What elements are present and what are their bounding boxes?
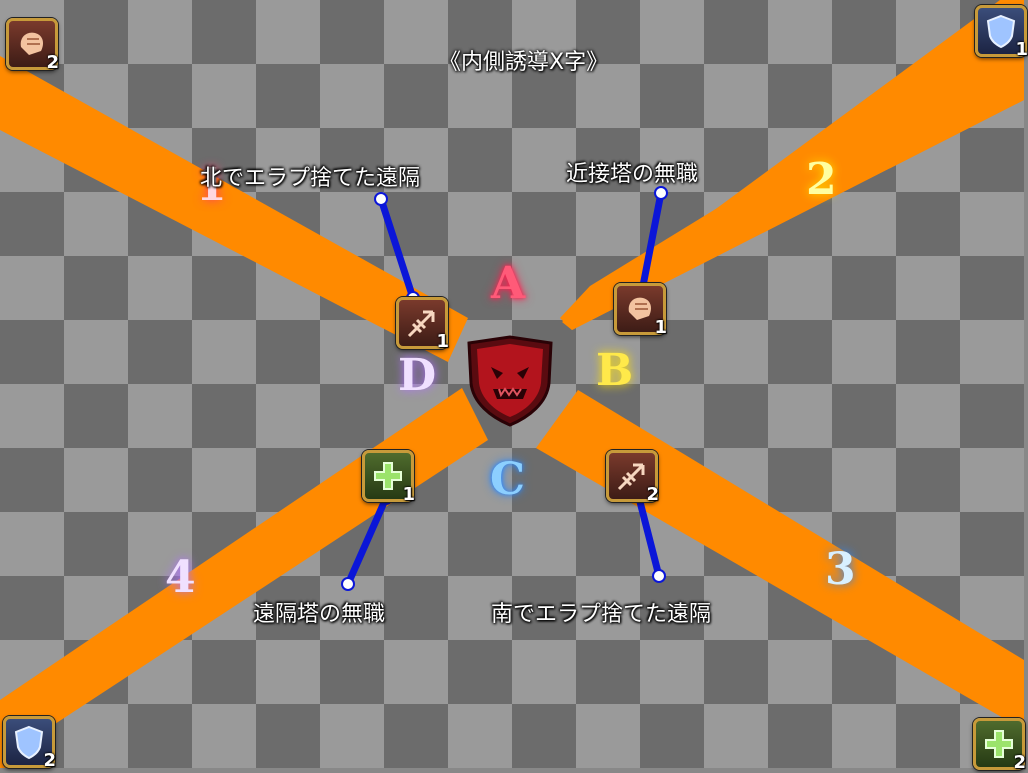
boss-emblem-icon	[467, 335, 553, 427]
label-melee-tower-unmarked: 近接塔の無職	[566, 162, 699, 187]
tank-shield-icon: 2	[3, 716, 56, 771]
melee-fist-icon: 1	[614, 283, 667, 338]
party-number: 2	[1013, 752, 1026, 773]
party-number: 2	[646, 484, 659, 505]
ranged-arrow-icon: 1	[396, 297, 449, 352]
label-ranged-tower-unmarked: 遠隔塔の無職	[253, 602, 386, 627]
party-number: 1	[402, 484, 415, 505]
waymark-d: D	[398, 350, 437, 401]
party-number: 2	[43, 750, 56, 771]
waymark-3: 3	[825, 544, 856, 595]
party-number: 1	[436, 331, 449, 352]
diagram-title: 《内側誘導X字》	[439, 50, 609, 75]
melee-fist-icon: 2	[6, 18, 59, 73]
aoe-band-nw	[0, 56, 468, 362]
healer-cross-icon: 2	[973, 718, 1026, 773]
party-number: 1	[654, 317, 667, 338]
aoe-band-se	[536, 390, 1024, 730]
label-north-erupt-ranged: 北でエラプ捨てた遠隔	[200, 166, 421, 191]
waymark-b: B	[596, 345, 634, 396]
waymark-2: 2	[806, 154, 837, 205]
waymark-c: C	[490, 454, 526, 505]
label-south-erupt-ranged: 南でエラプ捨てた遠隔	[491, 602, 712, 627]
ranged-arrow-icon: 2	[606, 450, 659, 505]
waymark-a: A	[491, 258, 526, 309]
waymark-1: 1	[196, 160, 227, 211]
healer-cross-icon: 1	[362, 450, 415, 505]
party-number: 2	[46, 52, 59, 73]
party-number: 1	[1015, 39, 1028, 60]
aoe-band-ne	[560, 0, 1024, 330]
waymark-4: 4	[165, 552, 196, 603]
tank-shield-icon: 1	[975, 5, 1028, 60]
